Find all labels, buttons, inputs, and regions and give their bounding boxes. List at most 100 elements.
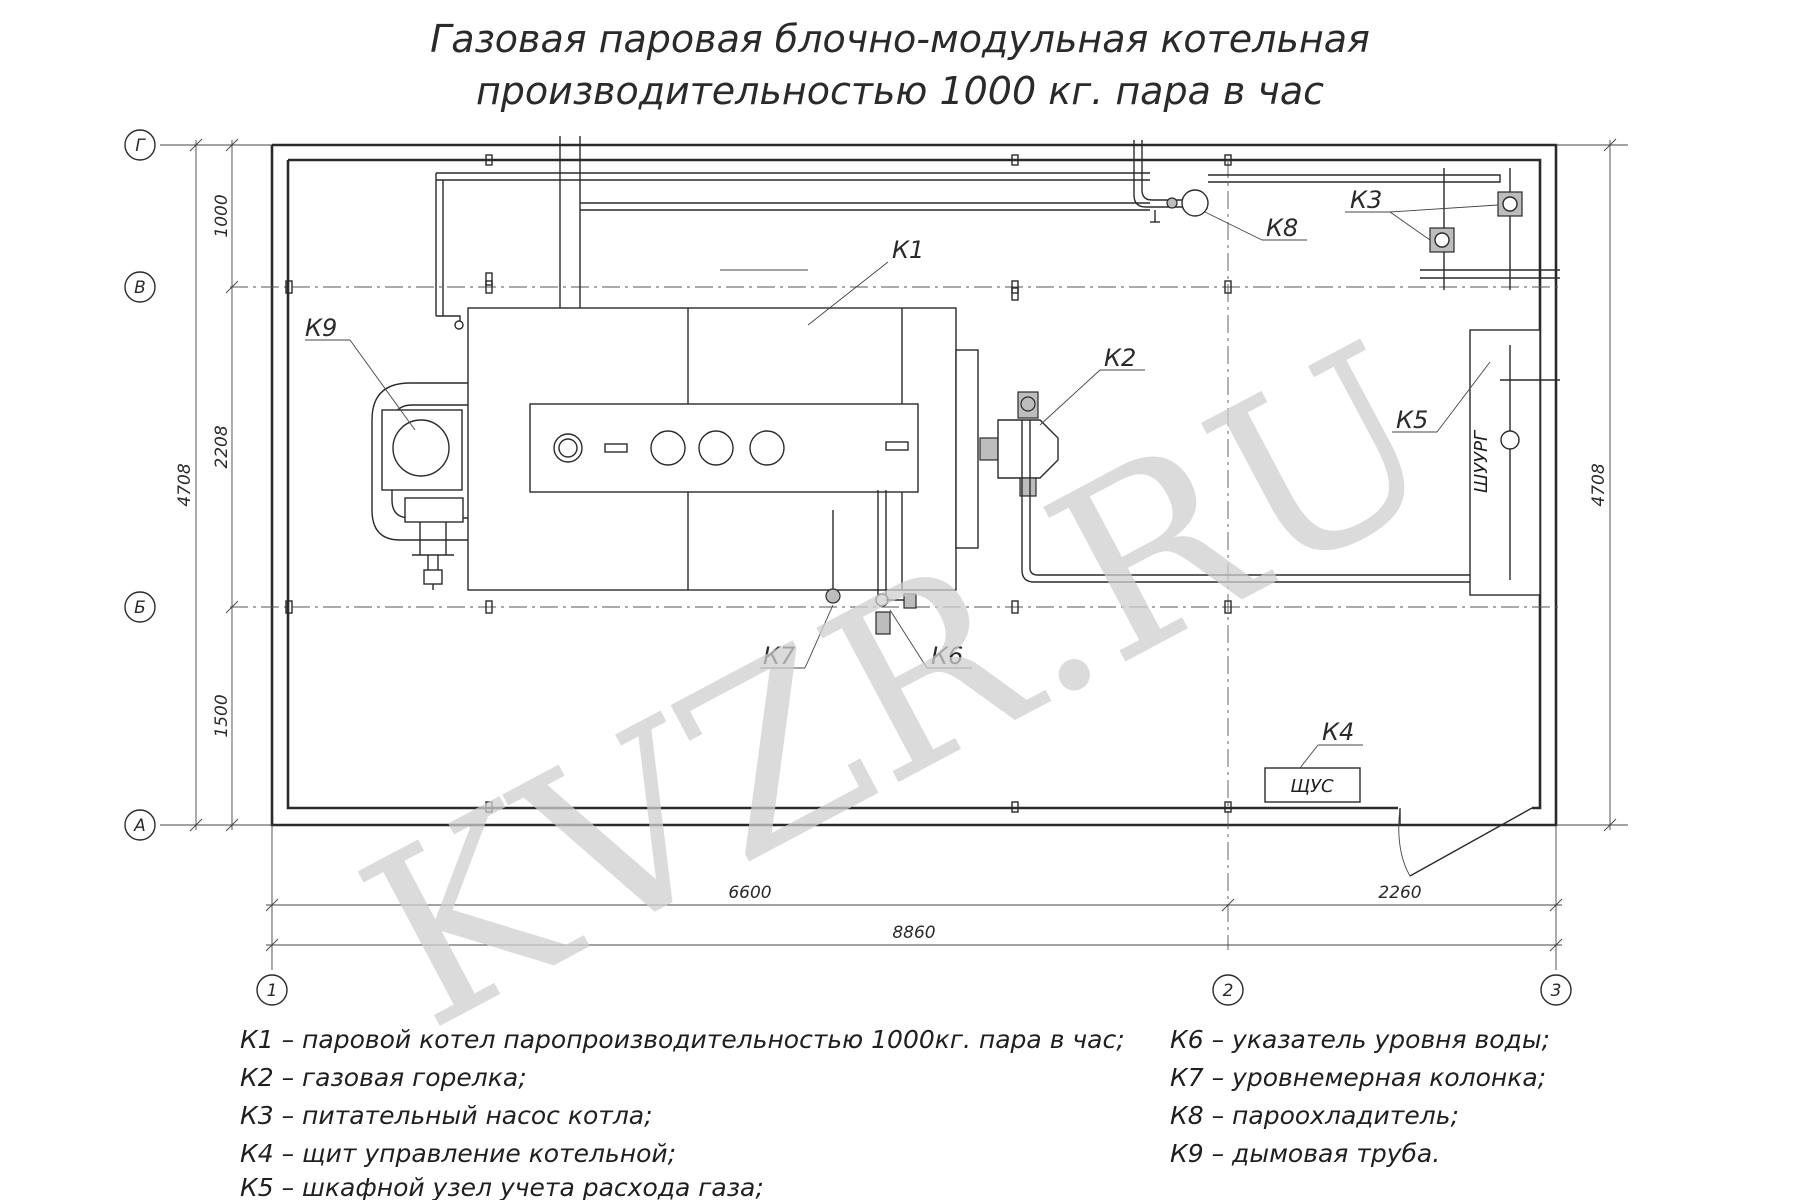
dim-4708-right: 4708 [1589,463,1609,506]
inner-wall-left [286,160,1398,810]
axis-label-2: 2 [1223,981,1234,1001]
label-k5: К5 [1396,406,1428,434]
dim-tick [1549,938,1563,952]
gas-supply-line [1021,420,1480,583]
steam-valve [454,320,464,330]
label-k1: К1 [892,236,924,264]
pump-2-motor [1434,232,1450,248]
callouts: К1 К9 К2 К3 К4 К5 К6 К7 К8 [305,186,1499,769]
dim-tick [225,818,239,832]
dim-2208: 2208 [212,425,232,468]
anchor-mark [485,154,493,166]
dim-tick [225,280,239,294]
callout-k4-leader [1299,744,1319,769]
anchor-mark [1224,801,1232,813]
steam-outlet [1133,140,1195,208]
steam-line-lower [580,202,1150,211]
anchor-mark [1011,154,1019,166]
axis-bubble-b [124,591,156,623]
axis-bubble-a [124,809,156,841]
callout-k3-leader-2 [1389,211,1431,241]
label-k7: К7 [763,642,796,670]
panel-shus [1264,767,1361,803]
cabinet-label: ШУУРГ [1471,429,1492,493]
legend-item-k1: К1 – паровой котел паропроизводительност… [240,1025,1125,1054]
axis-bubbles: Г В Б А 1 2 3 [124,129,1572,1006]
burner-flange [979,437,999,461]
dim-tick [1221,898,1235,912]
burner-motor [1020,396,1036,412]
callout-k8-leader [1204,211,1263,241]
label-k4: К4 [1322,718,1354,746]
axis-label-a: А [133,816,146,836]
boiler-front-door [955,349,979,549]
drum-sight-glass [885,441,909,451]
level-column-k7 [825,588,841,604]
dim-8860: 8860 [892,923,935,943]
anchor-mark [1011,287,1019,301]
door-leaf [1399,807,1533,877]
axis-label-b: Б [134,598,146,618]
axis-label-g: Г [135,136,146,156]
dim-tick [1603,818,1617,832]
legend-item-k9: К9 – дымовая труба. [1170,1139,1440,1168]
dim-2260: 2260 [1378,883,1421,903]
drum-port-1 [650,430,686,466]
dim-tick [1549,898,1563,912]
dim-6600: 6600 [728,883,771,903]
callout-k9-leader [349,339,416,431]
drum-manhole-inner [558,438,578,458]
callout-k6-leader [889,609,928,669]
anchor-mark [1011,600,1019,614]
k6-pipe [877,490,887,595]
gas-valve-actuator [423,569,443,585]
steam-line-upper [436,172,1150,181]
burner-body [997,419,1059,479]
steam-outlet-inner [1141,140,1195,201]
level-instruments [825,490,917,635]
pump-supply-line [1208,174,1501,183]
anchor-mark [1011,801,1019,813]
label-k6: К6 [931,642,963,670]
legend-item-k3: К3 – питательный насос котла; [240,1101,653,1130]
chimney-flue-circle [392,419,450,477]
cabinet-shuurg [1469,329,1541,596]
dim-1500: 1500 [212,694,232,737]
panel-label: ЩУС [1290,776,1334,797]
dim-tick [189,138,203,152]
dimension-lines [189,138,1617,952]
feed-pumps-k3 [1420,168,1560,290]
gas-valve-body [404,497,464,523]
legend-right: К6 – указатель уровня воды; К7 – уровнем… [1170,1025,1550,1168]
axis-label-1: 1 [267,981,278,1001]
callout-k7-leader [804,604,834,669]
anchor-mark [285,280,293,294]
legend-item-k4: К4 – щит управление котельной; [240,1139,676,1168]
axis-bubble-v [124,271,156,303]
label-k2: К2 [1104,344,1136,372]
desuperheater-k8 [1181,189,1209,217]
dim-tick [225,600,239,614]
legend-item-k7: К7 – уровнемерная колонка; [1170,1063,1546,1092]
burner-valve [1019,477,1037,497]
anchor-mark [485,280,493,294]
pump-1-motor [1502,196,1518,212]
callout-k2-leader [1039,369,1101,426]
label-k9: К9 [305,314,337,342]
anchor-mark [485,600,493,614]
legend-item-k8: К8 – пароохладитель; [1170,1101,1459,1130]
drum-port-3 [749,430,785,466]
gas-metering-cabinet-k5: ШУУРГ [1469,329,1560,596]
dim-1000: 1000 [212,194,232,237]
callout-k5-leader [1436,361,1491,433]
label-k8: К8 [1266,214,1298,242]
burner-k2 [979,391,1480,583]
legend-item-k2: К2 – газовая горелка; [240,1063,527,1092]
axis-bubble-2 [1212,974,1244,1006]
control-panel-k4: ЩУС [1264,767,1361,803]
anchor-mark [285,600,293,614]
anchor-mark [1011,280,1019,294]
callout-k1-leader [807,261,889,326]
dimension-texts: 1000 2208 1500 4708 4708 6600 2260 8860 [175,194,1609,943]
